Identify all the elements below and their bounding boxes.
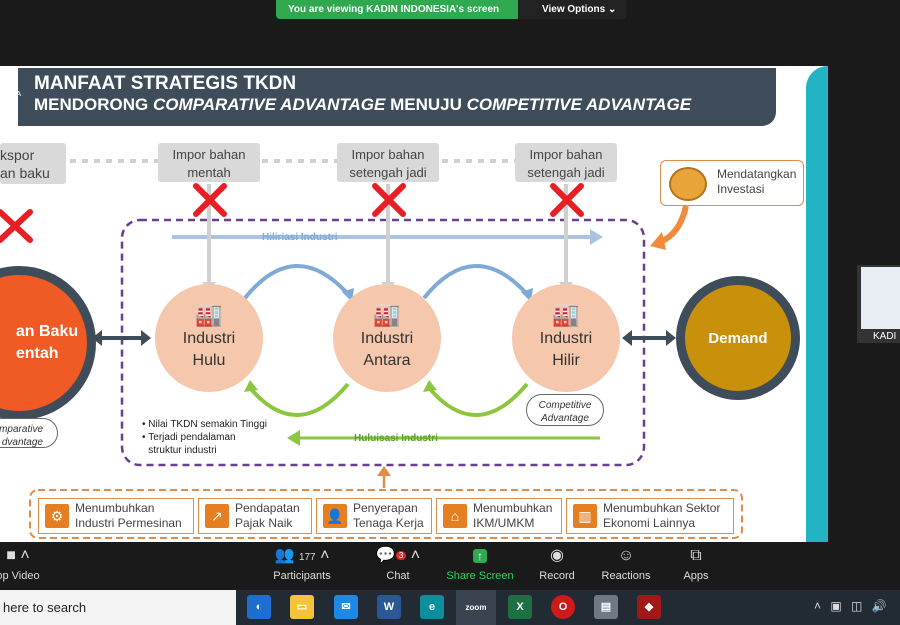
- competitive-advantage-pill: Competitive Advantage: [526, 394, 604, 426]
- record-label: Record: [539, 570, 575, 582]
- reactions-icon: ☺: [617, 547, 635, 564]
- hiliriasi-label: Hiliriasi Industri: [262, 232, 338, 243]
- slide-right-accent: [806, 66, 828, 542]
- meet-app-icon[interactable]: ◐: [247, 595, 271, 619]
- edge-icon[interactable]: e: [420, 595, 444, 619]
- zoom-toolbar: ■ ˄ op Video 👥 177 ˄ Participants 💬3 ˄ C…: [0, 542, 900, 590]
- comparative-advantage-pill: mparative dvantage: [0, 418, 58, 448]
- mail-icon[interactable]: ✉: [334, 595, 358, 619]
- benefit-label: Penyerapan Tenaga Kerja: [353, 501, 424, 530]
- bullet-item: • Terjadi pendalaman struktur industri: [142, 432, 236, 456]
- chat-icon: 💬3 ˄: [375, 547, 421, 564]
- photos-icon[interactable]: ▤: [594, 595, 618, 619]
- share-screen-icon: ↑: [440, 542, 520, 570]
- apps-icon: ⧉: [690, 547, 702, 564]
- benefit-card-permesinan: ⚙Menumbuhkan Industri Permesinan: [38, 498, 194, 534]
- industri-hilir-node: 🏭 Industri Hilir: [512, 284, 620, 392]
- zoom-app-icon[interactable]: zoom: [456, 590, 496, 625]
- apps-label: Apps: [683, 570, 709, 582]
- coins-icon: [669, 167, 707, 201]
- logo-text: ian rian NESIA: [0, 73, 22, 98]
- bar-chart-icon: ▥: [573, 504, 597, 528]
- benefit-label: Pendapatan Pajak Naik: [235, 501, 300, 530]
- investasi-box: Mendatangkan Investasi: [660, 160, 804, 206]
- windows-taskbar: here to search ◐ ▭ ✉ W e zoom X O ▤ ◆ ˄ …: [0, 590, 900, 625]
- share-banner: You are viewing KADIN INDONESIA's screen…: [276, 0, 626, 19]
- slide-title: MANFAAT STRATEGIS TKDN: [34, 73, 297, 94]
- shared-slide: ian rian NESIA MANFAAT STRATEGIS TKDN ME…: [0, 66, 828, 542]
- machinery-icon: ⚙: [45, 504, 69, 528]
- chat-label: Chat: [386, 570, 410, 582]
- industri-antara-node: 🏭 Industri Antara: [333, 284, 441, 392]
- worker-icon: 👤: [323, 504, 347, 528]
- app-icon[interactable]: ◆: [637, 595, 661, 619]
- taskbar-search-input[interactable]: here to search: [0, 590, 236, 625]
- chat-badge: 3: [395, 551, 407, 560]
- chart-up-icon: ↗: [205, 504, 229, 528]
- record-button[interactable]: ◉ Record: [517, 542, 597, 582]
- opera-icon[interactable]: O: [551, 595, 575, 619]
- industri-antara-label: Industri Antara: [360, 330, 414, 369]
- bullet-list: • Nilai TKDN semakin Tinggi • Terjadi pe…: [142, 418, 267, 457]
- factory-icon: 🏭: [195, 302, 223, 327]
- industri-hulu-node: 🏭 Industri Hulu: [155, 284, 263, 392]
- benefit-label: Menumbuhkan Sektor Ekonomi Lainnya: [603, 501, 721, 530]
- stop-video-button[interactable]: ■ ˄ op Video: [0, 542, 58, 582]
- excel-icon[interactable]: X: [508, 595, 532, 619]
- impor-setengah-jadi-box-1: Impor bahan setengah jadi: [337, 143, 439, 182]
- record-icon: ◉: [550, 547, 564, 564]
- industri-hilir-label: Industri Hilir: [539, 330, 593, 369]
- benefit-label: Menumbuhkan IKM/UMKM: [473, 501, 553, 530]
- view-options-button[interactable]: View Options ⌄: [518, 0, 626, 19]
- bahan-baku-label: an Baku entah: [15, 323, 79, 362]
- factory-icon: 🏭: [552, 302, 580, 327]
- industri-hulu-label: Industri Hulu: [182, 330, 236, 369]
- benefit-card-ikm: ⌂Menumbuhkan IKM/UMKM: [436, 498, 562, 534]
- share-screen-label: Share Screen: [446, 570, 514, 582]
- reactions-button[interactable]: ☺ Reactions: [586, 542, 666, 582]
- impor-mentah-box: Impor bahan mentah: [158, 143, 260, 182]
- view-options-label: View Options: [542, 4, 606, 15]
- benefit-card-tenaga-kerja: 👤Penyerapan Tenaga Kerja: [316, 498, 432, 534]
- thumbnail-label: KADI: [873, 331, 897, 342]
- title-bar: [18, 68, 776, 126]
- huluisasi-label: Huluisasi Industri: [354, 433, 438, 444]
- reactions-label: Reactions: [601, 570, 651, 582]
- ekspor-box: kspor an baku: [0, 143, 66, 184]
- slide-subtitle: MENDORONG COMPARATIVE ADVANTAGE MENUJU C…: [34, 95, 692, 114]
- benefit-card-sektor: ▥Menumbuhkan Sektor Ekonomi Lainnya: [566, 498, 734, 534]
- demand-label: Demand: [708, 329, 768, 347]
- demand-circle: Demand: [676, 276, 800, 400]
- bullet-item: • Nilai TKDN semakin Tinggi: [142, 419, 268, 430]
- file-explorer-icon[interactable]: ▭: [290, 595, 314, 619]
- participants-button[interactable]: 👥 177 ˄ Participants: [262, 542, 342, 582]
- video-camera-icon: ■ ˄: [6, 547, 30, 564]
- stop-video-label: op Video: [0, 570, 40, 582]
- participants-icon: 👥 177 ˄: [274, 547, 330, 564]
- chat-button[interactable]: 💬3 ˄ Chat: [358, 542, 438, 582]
- investasi-label: Mendatangkan Investasi: [717, 167, 797, 196]
- impor-setengah-jadi-box-2: Impor bahan setengah jadi: [515, 143, 617, 182]
- participant-thumbnail[interactable]: KADI: [857, 265, 900, 343]
- system-tray[interactable]: ˄ ▣ ◫ 🔊: [814, 599, 890, 613]
- benefit-label: Menumbuhkan Industri Permesinan: [75, 501, 182, 530]
- factory-icon: 🏭: [373, 302, 401, 327]
- apps-button[interactable]: ⧉ Apps: [656, 542, 736, 582]
- benefit-card-pajak: ↗Pendapatan Pajak Naik: [198, 498, 312, 534]
- house-icon: ⌂: [443, 504, 467, 528]
- word-icon[interactable]: W: [377, 595, 401, 619]
- participants-label: Participants: [273, 570, 331, 582]
- thumbnail-preview: [861, 267, 900, 329]
- share-banner-message: You are viewing KADIN INDONESIA's screen: [288, 4, 500, 15]
- share-screen-button[interactable]: ↑ Share Screen: [440, 542, 520, 582]
